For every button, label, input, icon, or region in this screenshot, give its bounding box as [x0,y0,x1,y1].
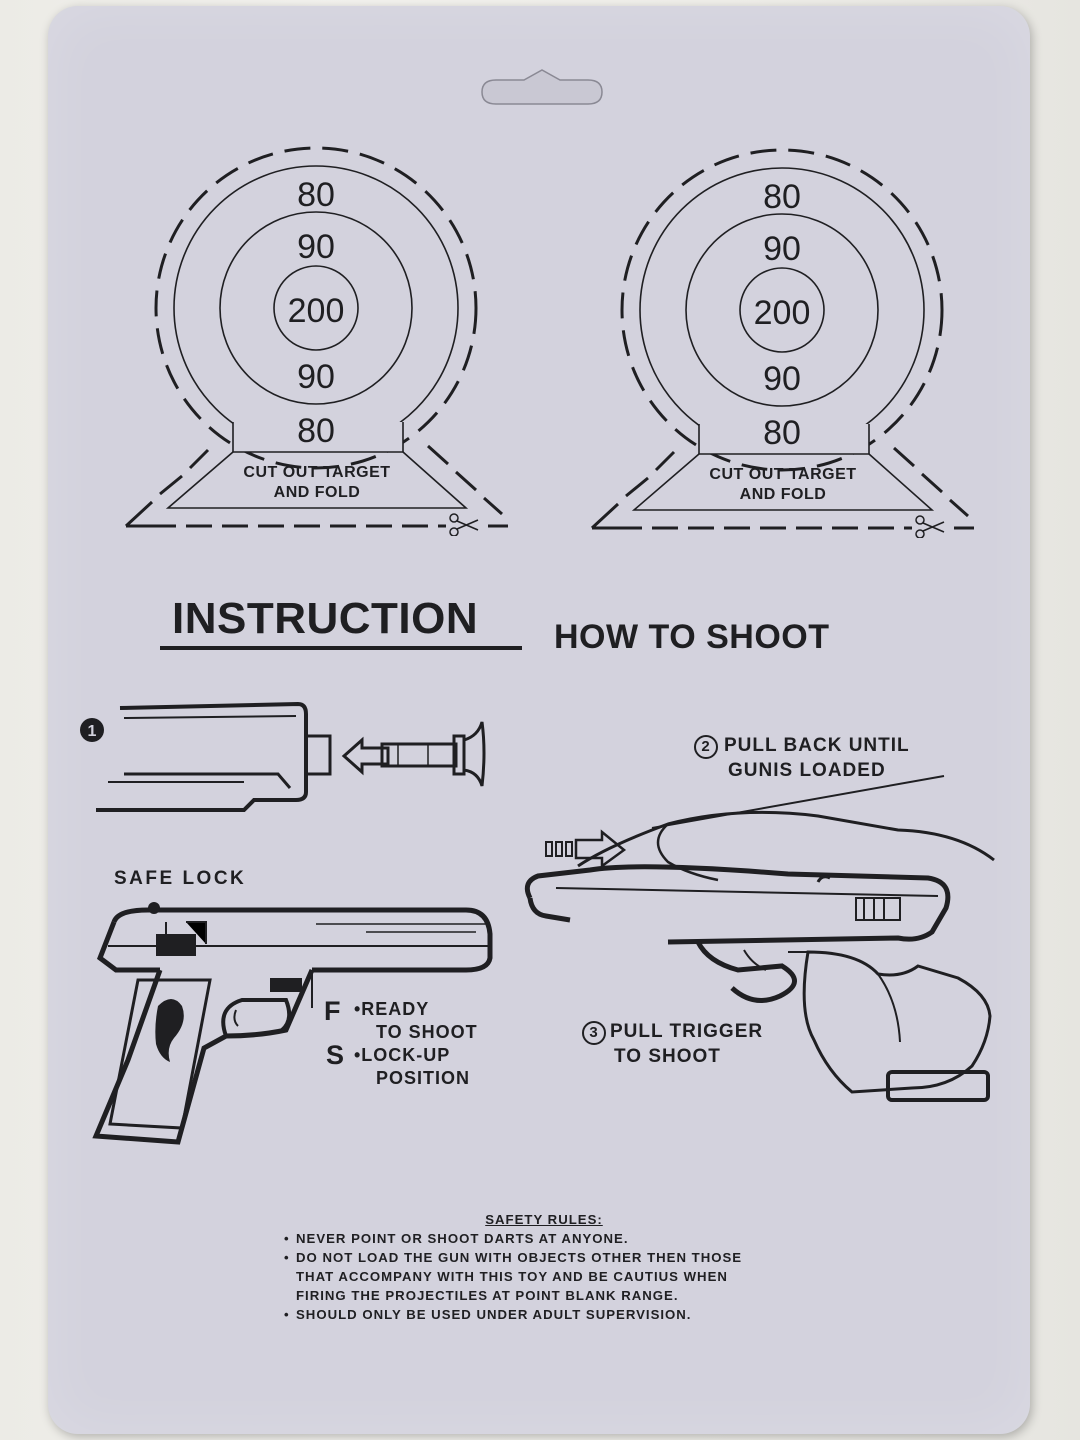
ring-label-center: 200 [288,292,345,330]
s-letter: S [326,1040,345,1070]
ring-label: 90 [297,228,335,266]
safety-rule: •NEVER POINT OR SHOOT DARTS AT ANYONE. [284,1231,629,1246]
pistol-illustration [92,902,493,1145]
arrow-left-icon [341,736,390,776]
ring-label: 80 [297,412,335,450]
how-to-shoot-heading: HOW TO SHOOT [554,618,830,656]
hang-hole [481,69,603,105]
packaging-card: 80 90 200 90 80 CUT OUT TARGET AND FOLD … [48,6,1030,1434]
target-left: 80 90 200 90 80 CUT OUT TARGET AND FOLD [124,146,508,536]
target-base-text: AND FOLD [274,484,361,501]
ring-label: 90 [763,230,801,268]
step3-line1: PULL TRIGGER [610,1021,764,1042]
step2-pointer-line [651,775,945,829]
step2-number: 2 [694,735,718,759]
arrow-right-icon [574,829,627,869]
safety-rule-text: NEVER POINT OR SHOOT DARTS AT ANYONE. [296,1231,629,1246]
hand-pistol-illustration [524,810,995,1102]
s-description: •LOCK-UP POSITION [354,1044,470,1090]
ring-label-center: 200 [754,294,811,332]
safe-lock-label: SAFE LOCK [114,868,247,889]
safety-rule-text: SHOULD ONLY BE USED UNDER ADULT SUPERVIS… [296,1307,692,1322]
scissors-icon [915,515,945,538]
target-base-text: CUT OUT TARGET [243,464,390,481]
instruction-underline [160,646,522,650]
safety-rule-text: DO NOT LOAD THE GUN WITH OBJECTS OTHER T… [296,1250,743,1265]
target-base-text: AND FOLD [740,486,827,503]
safety-rule: •DO NOT LOAD THE GUN WITH OBJECTS OTHER … [284,1250,743,1265]
target-left-rings: 80 90 200 90 80 [288,176,345,450]
ring-label: 90 [297,358,335,396]
step2-line1: PULL BACK UNTIL [724,735,910,756]
step1-number-badge [80,718,104,742]
ring-label: 80 [763,178,801,216]
f-description: •READY TO SHOOT [354,998,478,1044]
safety-rule-continued: FIRING THE PROJECTILES AT POINT BLANK RA… [296,1288,679,1303]
ring-label: 80 [297,176,335,214]
target-right: 80 90 200 90 80 CUT OUT TARGET AND FOLD [590,148,974,538]
safety-rules: SAFETY RULES: •NEVER POINT OR SHOOT DART… [284,1210,844,1324]
step1-loading-diagram: 1 [80,701,486,812]
step2-line2: GUNIS LOADED [728,760,886,781]
step3-line2: TO SHOOT [614,1046,721,1067]
instruction-heading: INSTRUCTION [172,594,479,643]
scissors-icon [449,513,479,536]
safety-rule-continued: THAT ACCOMPANY WITH THIS TOY AND BE CAUT… [296,1269,728,1284]
target-base-text: CUT OUT TARGET [709,466,856,483]
f-line1: •READY [354,999,430,1019]
step3-number: 3 [582,1021,606,1045]
ring-label: 90 [763,360,801,398]
dart-icon [380,721,486,787]
target-right-rings: 80 90 200 90 80 [754,178,811,452]
f-line2: TO SHOOT [376,1022,478,1042]
safety-rule: •SHOULD ONLY BE USED UNDER ADULT SUPERVI… [284,1307,692,1322]
ring-label: 80 [763,414,801,452]
safety-rules-title: SAFETY RULES: [485,1212,603,1227]
step2-label: 2 PULL BACK UNTIL GUNIS LOADED [694,734,910,783]
s-line2: POSITION [376,1068,471,1088]
f-letter: F [324,996,341,1026]
step1-number: 1 [88,723,97,740]
s-line1: •LOCK-UP [354,1045,451,1065]
